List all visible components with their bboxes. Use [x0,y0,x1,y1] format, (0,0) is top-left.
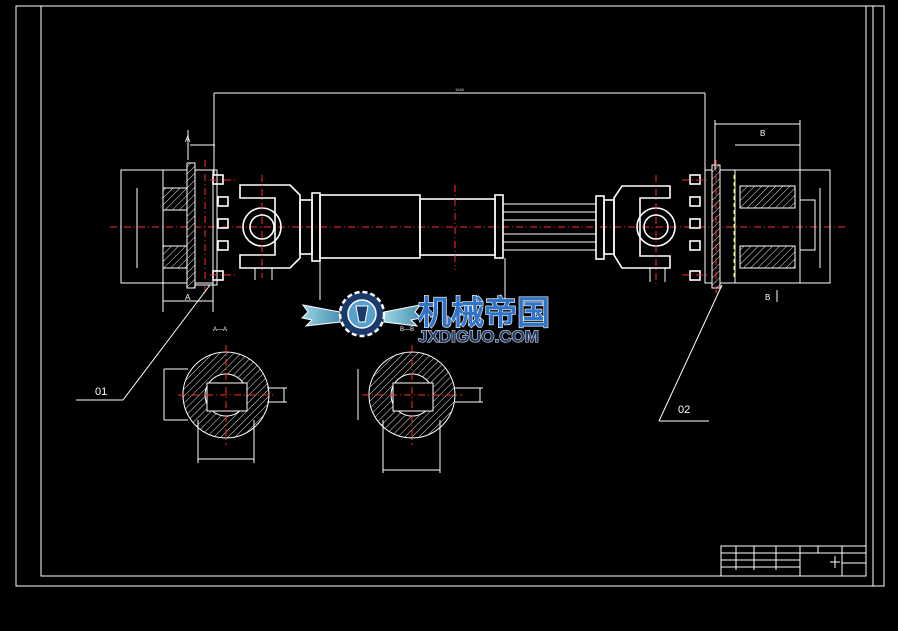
wing-right-icon [383,304,423,327]
watermark-english-text: JXDIGUO.COM [418,327,539,346]
section-bb-title: B—B [400,327,414,333]
section-a-a: A—A [163,327,287,463]
watermark-logo: 机械帝国 JXDIGUO.COM [300,290,551,347]
sheet-border [15,5,885,587]
section-aa-title: A—A [213,327,227,333]
cut-label-a-top: A [185,135,191,144]
left-flange-assembly [120,130,301,312]
cut-label-b-bottom: B [765,293,770,302]
drive-shaft-body [299,185,615,300]
overall-length-dimension: 1545 [213,87,706,175]
detail-label-01: 01 [95,386,107,398]
right-flange-bolts [682,174,710,281]
wing-left-icon [300,304,341,327]
cut-label-a-bottom: A [185,293,191,302]
title-block [720,545,867,577]
detail-label-02: 02 [678,404,690,416]
cut-label-b-top: B [760,129,765,138]
detail-leader-02: 02 [658,284,723,422]
watermark-chinese-text: 机械帝国 [418,293,550,332]
right-flange-assembly [613,120,831,295]
left-flange-bolts [210,174,235,281]
svg-text:1545: 1545 [455,87,465,92]
section-b-b: B—B [357,327,483,473]
detail-leader-01: 01 [76,284,211,401]
